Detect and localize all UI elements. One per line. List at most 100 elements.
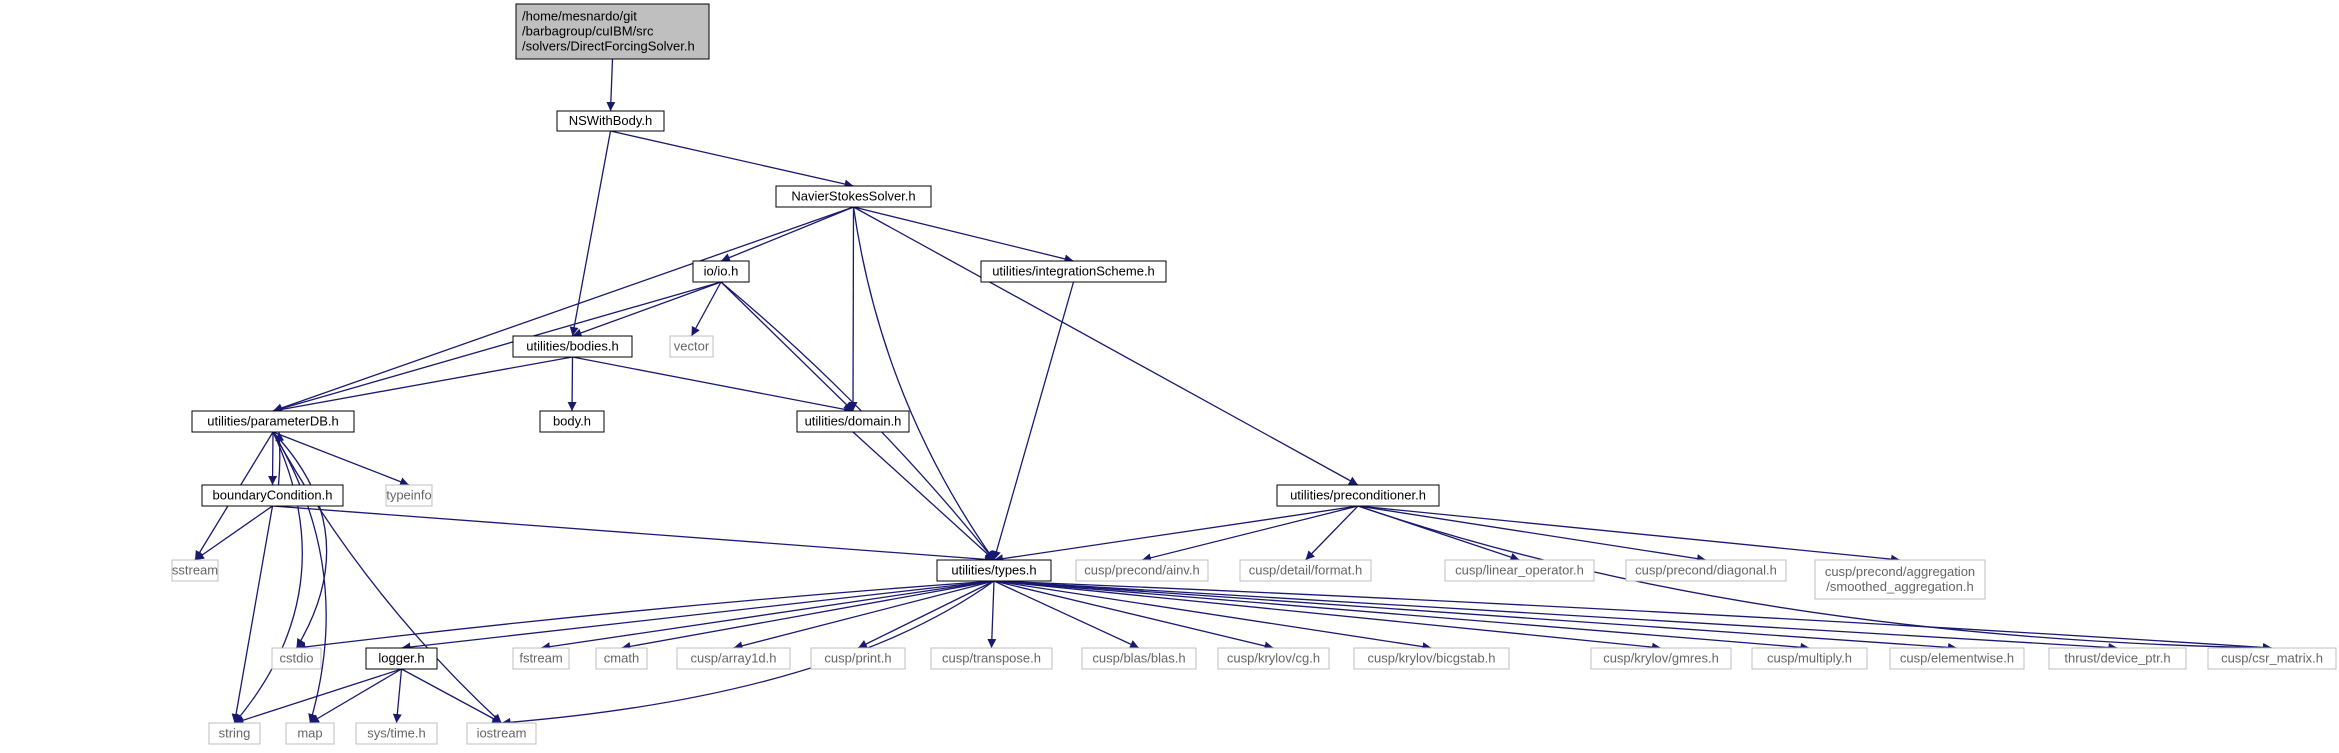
node-label: NSWithBody.h bbox=[569, 113, 653, 128]
node-box bbox=[1276, 484, 1440, 507]
node-boundary[interactable]: boundaryCondition.h bbox=[201, 484, 344, 507]
node-label: cstdio bbox=[280, 651, 314, 666]
edge-types-to-print bbox=[857, 580, 995, 649]
node-io[interactable]: io/io.h bbox=[692, 260, 750, 283]
node-label: cusp/precond/aggregation bbox=[1825, 564, 1975, 579]
node-box bbox=[775, 185, 932, 208]
edge-types-to-transpose bbox=[987, 580, 997, 649]
node-label: utilities/types.h bbox=[951, 563, 1036, 578]
node-box bbox=[1353, 647, 1510, 670]
node-box bbox=[1889, 647, 2025, 670]
edge-types-to-csr bbox=[993, 580, 2273, 652]
node-navierstokes[interactable]: NavierStokesSolver.h bbox=[775, 185, 932, 208]
node-box bbox=[1075, 559, 1209, 582]
node-diagonal: cusp/precond/diagonal.h bbox=[1625, 559, 1787, 582]
node-box bbox=[385, 484, 433, 507]
node-parameterdb[interactable]: utilities/parameterDB.h bbox=[191, 410, 355, 433]
node-label: boundaryCondition.h bbox=[213, 488, 333, 503]
node-logger[interactable]: logger.h bbox=[365, 647, 438, 670]
edge-parameterdb-to-iostream bbox=[272, 431, 502, 724]
edge-nswithbody-to-navierstokes bbox=[610, 130, 854, 189]
edge-domain-to-types bbox=[852, 431, 995, 561]
edge-types-to-multiply bbox=[993, 580, 1810, 652]
node-box bbox=[1081, 647, 1197, 670]
node-ainv: cusp/precond/ainv.h bbox=[1075, 559, 1209, 582]
edge-parameterdb-to-cstdio bbox=[272, 431, 328, 649]
node-label: /home/mesnardo/git bbox=[522, 9, 637, 24]
edge-io-to-domain bbox=[720, 281, 854, 412]
edge-parameterdb-to-string bbox=[234, 431, 303, 724]
node-deviceptr: thrust/device_ptr.h bbox=[2048, 647, 2187, 670]
node-root[interactable]: /home/mesnardo/git/barbagroup/cuIBM/src/… bbox=[515, 3, 710, 60]
node-label: NavierStokesSolver.h bbox=[791, 189, 915, 204]
node-label: utilities/preconditioner.h bbox=[1290, 488, 1426, 503]
edge-preconditioner-to-smoothed bbox=[1357, 505, 1901, 564]
node-label: cusp/blas/blas.h bbox=[1092, 651, 1185, 666]
node-multiply: cusp/multiply.h bbox=[1751, 647, 1868, 670]
node-integration[interactable]: utilities/integrationScheme.h bbox=[980, 260, 1167, 283]
node-cmath: cmath bbox=[595, 647, 648, 670]
edge-parameterdb-to-typeinfo bbox=[272, 431, 410, 486]
node-label: cusp/elementwise.h bbox=[1900, 651, 2014, 666]
node-cstdio: cstdio bbox=[271, 647, 322, 670]
node-types[interactable]: utilities/types.h bbox=[936, 559, 1052, 582]
node-label: fstream bbox=[519, 651, 562, 666]
edges-layer bbox=[194, 58, 2273, 727]
nodes-layer: /home/mesnardo/git/barbagroup/cuIBM/src/… bbox=[171, 3, 2337, 745]
node-label: /solvers/DirectForcingSolver.h bbox=[522, 39, 695, 54]
node-bodies[interactable]: utilities/bodies.h bbox=[512, 335, 633, 358]
edge-parameterdb-to-boundary bbox=[268, 431, 278, 486]
edge-navierstokes-to-domain bbox=[848, 206, 858, 412]
edge-bodies-to-domain bbox=[572, 356, 854, 414]
edge-boundary-to-parameterdb bbox=[275, 431, 285, 486]
node-box bbox=[796, 410, 910, 433]
node-box bbox=[1751, 647, 1868, 670]
node-label: utilities/integrationScheme.h bbox=[992, 264, 1155, 279]
node-fstream: fstream bbox=[512, 647, 570, 670]
node-box bbox=[669, 335, 714, 358]
edge-root-to-nswithbody bbox=[606, 58, 616, 112]
node-box bbox=[1239, 559, 1372, 582]
node-box bbox=[191, 410, 355, 433]
node-label: cusp/linear_operator.h bbox=[1455, 563, 1584, 578]
edge-navierstokes-to-parameterdb bbox=[272, 206, 854, 413]
edge-logger-to-systime bbox=[392, 668, 403, 724]
edge-logger-to-string bbox=[234, 668, 402, 725]
edge-preconditioner-to-csr bbox=[1357, 505, 2273, 653]
node-label: utilities/parameterDB.h bbox=[207, 414, 339, 429]
edge-nswithbody-to-bodies bbox=[569, 130, 612, 337]
node-nswithbody[interactable]: NSWithBody.h bbox=[556, 110, 665, 132]
node-domain[interactable]: utilities/domain.h bbox=[796, 410, 910, 433]
node-label: io/io.h bbox=[704, 264, 739, 279]
node-box bbox=[676, 647, 791, 670]
edge-types-to-iostream bbox=[501, 580, 995, 727]
edge-io-to-vector bbox=[690, 281, 722, 337]
node-label: cusp/precond/ainv.h bbox=[1084, 563, 1199, 578]
node-label: logger.h bbox=[378, 651, 424, 666]
edge-types-to-cmath bbox=[621, 580, 995, 651]
node-box bbox=[810, 647, 906, 670]
edge-types-to-array1d bbox=[733, 580, 995, 651]
node-box bbox=[1217, 647, 1330, 670]
node-label: thrust/device_ptr.h bbox=[2064, 651, 2170, 666]
node-preconditioner[interactable]: utilities/preconditioner.h bbox=[1276, 484, 1440, 507]
edge-logger-to-map bbox=[309, 668, 402, 724]
node-sstream: sstream bbox=[171, 559, 219, 582]
node-box bbox=[1814, 559, 1986, 600]
node-label: utilities/bodies.h bbox=[526, 339, 619, 354]
node-label: cusp/precond/diagonal.h bbox=[1635, 563, 1777, 578]
node-box bbox=[1625, 559, 1787, 582]
node-format: cusp/detail/format.h bbox=[1239, 559, 1372, 582]
edge-preconditioner-to-diagonal bbox=[1357, 505, 1707, 564]
edge-types-to-cg bbox=[993, 580, 1274, 651]
edge-io-to-bodies bbox=[572, 281, 722, 338]
node-label: cusp/csr_matrix.h bbox=[2221, 651, 2323, 666]
node-vector: vector bbox=[669, 335, 714, 358]
node-string: string bbox=[208, 722, 261, 745]
node-body[interactable]: body.h bbox=[539, 410, 605, 433]
edge-navierstokes-to-integration bbox=[853, 206, 1074, 264]
edge-types-to-blas bbox=[993, 580, 1140, 649]
node-box bbox=[595, 647, 648, 670]
node-box bbox=[171, 559, 219, 582]
